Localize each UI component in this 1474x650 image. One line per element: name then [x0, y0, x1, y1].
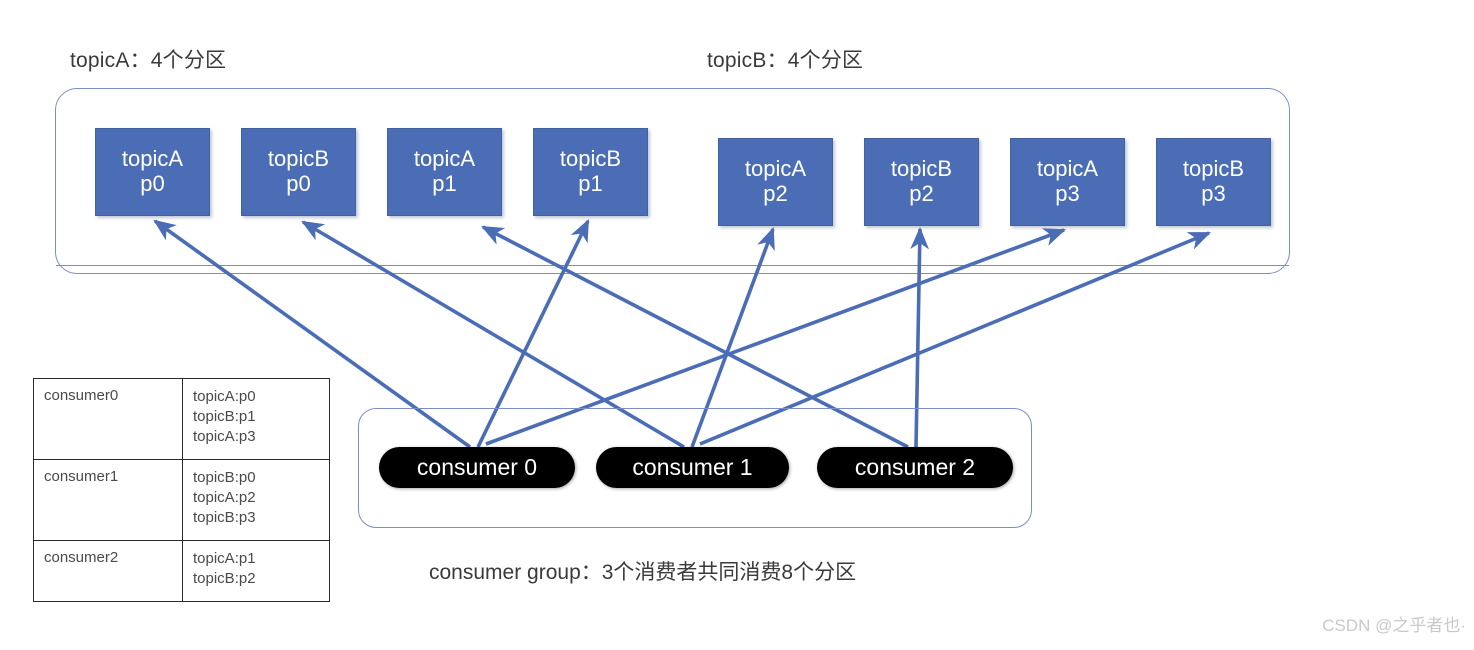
consumer-group-box	[358, 408, 1032, 528]
consumer-pill-1[interactable]: consumer 1	[596, 447, 789, 488]
assignment-line: topicB:p0	[193, 468, 256, 486]
partition-id: p3	[1201, 181, 1226, 206]
partition-id: p3	[1055, 181, 1080, 206]
csdn-watermark: CSDN @之乎者也·	[1322, 616, 1466, 635]
table-cell-partitions: topicA:p1 topicB:p2	[182, 539, 330, 602]
table-cell-partitions: topicB:p0 topicA:p2 topicB:p3	[182, 458, 330, 541]
table-row: consumer0 topicA:p0 topicB:p1 topicA:p3	[33, 378, 330, 460]
partition-id: p0	[140, 171, 165, 196]
partition-box-topicB-p3[interactable]: topicB p3	[1156, 138, 1271, 226]
assignment-line: topicA:p2	[193, 488, 256, 506]
assignment-line: topicA:p0	[193, 388, 256, 405]
table-cell-consumer: consumer1	[33, 458, 183, 541]
partition-id: p1	[432, 171, 457, 196]
assignment-line: topicA:p1	[193, 549, 256, 567]
partition-box-topicB-p0[interactable]: topicB p0	[241, 128, 356, 216]
partition-box-topicA-p2[interactable]: topicA p2	[718, 138, 833, 226]
table-row: consumer1 topicB:p0 topicA:p2 topicB:p3	[33, 458, 330, 541]
consumer-pill-2[interactable]: consumer 2	[817, 447, 1013, 488]
partition-box-topicB-p1[interactable]: topicB p1	[533, 128, 648, 216]
assignment-line: topicB:p3	[193, 508, 256, 526]
partition-box-topicA-p1[interactable]: topicA p1	[387, 128, 502, 216]
table-cell-consumer: consumer2	[33, 539, 183, 602]
partition-id: p1	[578, 171, 603, 196]
partition-topic: topicB	[559, 146, 622, 172]
table-cell-partitions: topicA:p0 topicB:p1 topicA:p3	[182, 378, 330, 460]
partition-topic: topicA	[413, 146, 476, 172]
topic-b-label: topicB：4个分区	[707, 49, 864, 72]
assignment-line: topicB:p1	[193, 407, 256, 425]
partition-topic: topicB	[890, 156, 953, 182]
assignment-table: consumer0 topicA:p0 topicB:p1 topicA:p3 …	[33, 378, 330, 602]
assignment-line: topicA:p3	[193, 427, 256, 445]
consumer-pill-0[interactable]: consumer 0	[379, 447, 575, 488]
partition-topic: topicA	[1036, 156, 1099, 182]
assignment-line: topicB:p2	[193, 569, 256, 587]
partition-topic: topicB	[1182, 156, 1245, 182]
topic-a-label: topicA：4个分区	[70, 49, 227, 72]
partition-topic: topicA	[744, 156, 807, 182]
partition-box-topicA-p3[interactable]: topicA p3	[1010, 138, 1125, 226]
partition-box-topicA-p0[interactable]: topicA p0	[95, 128, 210, 216]
consumer-group-caption: consumer group：3个消费者共同消费8个分区	[429, 561, 857, 584]
partition-id: p0	[286, 171, 311, 196]
partition-id: p2	[763, 181, 788, 206]
table-cell-consumer: consumer0	[33, 378, 183, 460]
partition-box-topicB-p2[interactable]: topicB p2	[864, 138, 979, 226]
partition-topic: topicA	[121, 146, 184, 172]
partition-container-divider	[56, 265, 1289, 266]
partition-topic: topicB	[267, 146, 330, 172]
table-row: consumer2 topicA:p1 topicB:p2	[33, 539, 330, 602]
partition-id: p2	[909, 181, 934, 206]
